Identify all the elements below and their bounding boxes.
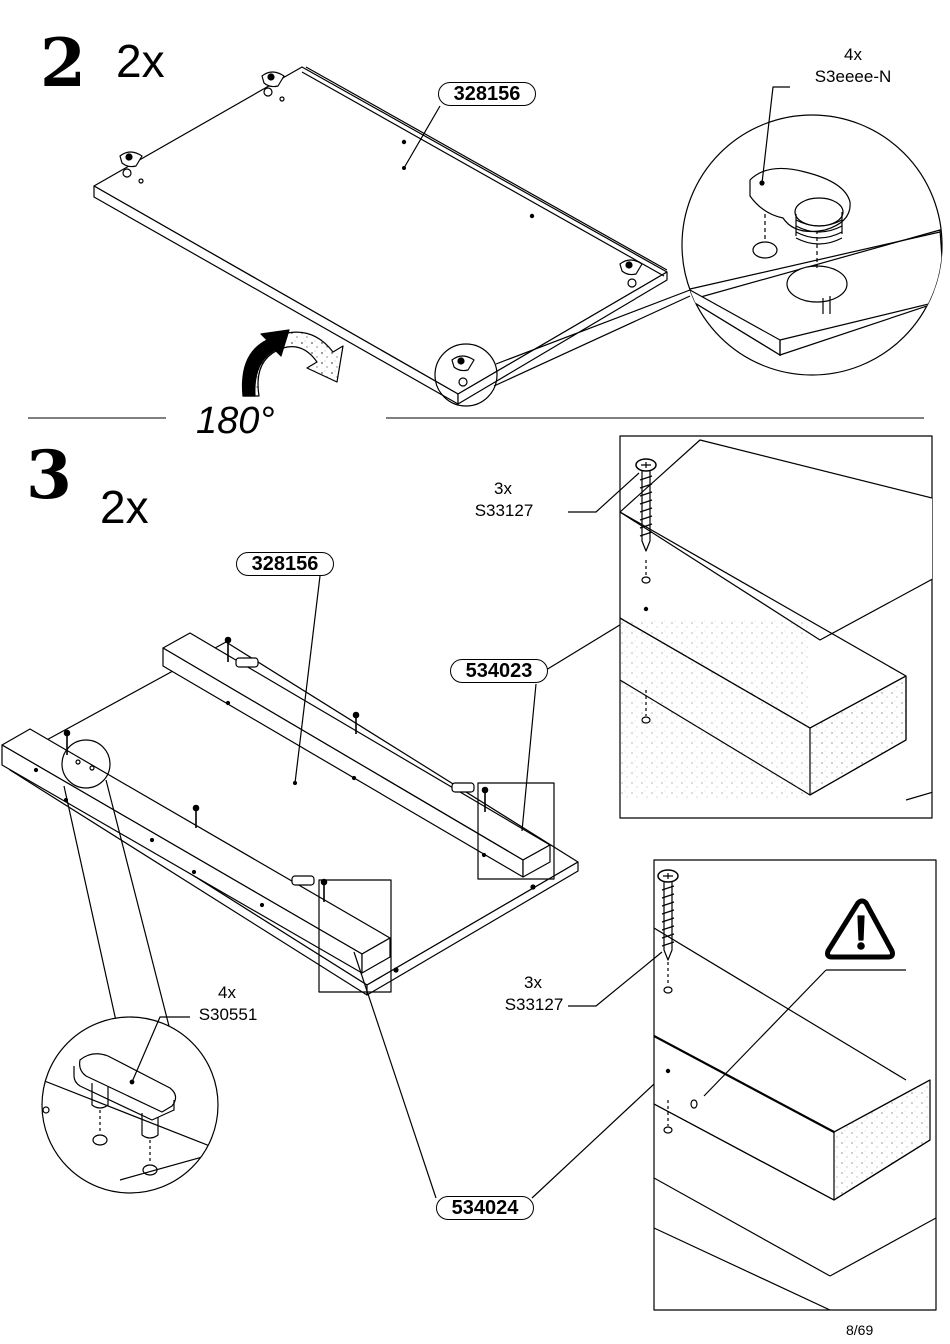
screw-top-code: S33127 xyxy=(474,501,534,520)
screw xyxy=(63,636,489,902)
detail-marker-circle xyxy=(434,343,498,407)
step2-drawing xyxy=(93,66,943,407)
step3-multiplier: 2x xyxy=(100,481,149,533)
step-number-3: 3 xyxy=(26,436,72,514)
dowel-code: S30551 xyxy=(198,1005,258,1024)
dowel-quantity: 4x xyxy=(218,983,236,1002)
page-number: 8/69 xyxy=(846,1322,874,1338)
rotate-180-arrow xyxy=(241,329,344,397)
detail-frame-back-rail xyxy=(477,782,555,880)
step2-multiplier: 2x xyxy=(116,35,165,87)
rail-534024 xyxy=(1,728,391,974)
dowel-detail-circle xyxy=(41,1016,219,1194)
dowel xyxy=(235,657,475,886)
step-number-2: 2 xyxy=(40,24,86,102)
screw-bottom-quantity: 3x xyxy=(524,973,542,992)
rotation-label: 180° xyxy=(196,400,275,442)
cam-quantity: 4x xyxy=(844,45,862,64)
warning-icon xyxy=(825,898,895,960)
screw-bottom-code: S33127 xyxy=(504,995,564,1014)
part-label-534023: 534023 xyxy=(450,659,548,683)
rail-534023 xyxy=(162,632,551,878)
cam-code: S3eeee-N xyxy=(814,67,892,86)
part-label-328156-step2: 328156 xyxy=(438,82,536,106)
screw-detail-box-bottom xyxy=(568,859,937,1311)
detail-frame-front-rail xyxy=(318,879,392,993)
part-label-534024: 534024 xyxy=(436,1196,534,1220)
screw-top-quantity: 3x xyxy=(494,479,512,498)
cam-fitting xyxy=(119,71,643,372)
part-label-328156-step3: 328156 xyxy=(236,552,334,576)
screw-detail-box-top xyxy=(568,435,933,819)
step3-drawing xyxy=(1,575,669,1199)
